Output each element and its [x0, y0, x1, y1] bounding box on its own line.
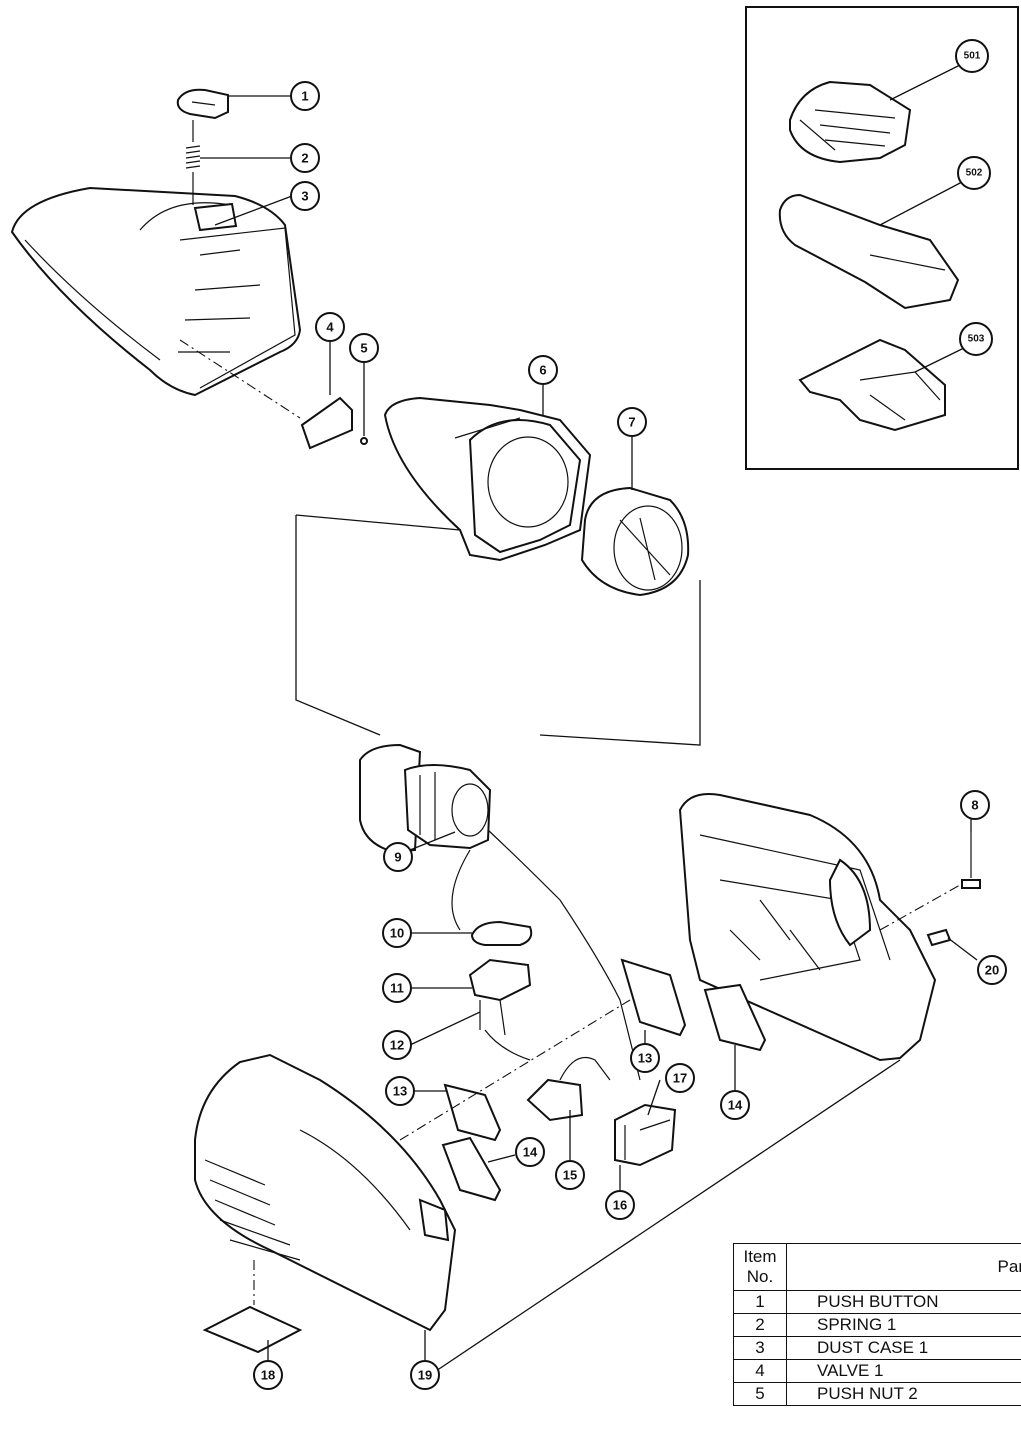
callout-18: 18 — [253, 1360, 283, 1390]
svg-text:3: 3 — [301, 189, 308, 204]
svg-text:20: 20 — [985, 963, 999, 978]
svg-text:13: 13 — [638, 1051, 652, 1066]
callout-6: 6 — [528, 355, 558, 385]
svg-text:1: 1 — [301, 89, 308, 104]
callout-8: 8 — [960, 790, 990, 820]
accessory-501-part — [789, 80, 912, 164]
item-number: 3 — [733, 1336, 787, 1360]
callout-2: 2 — [290, 143, 320, 173]
label-plate-part — [202, 1305, 303, 1354]
callout-13a: 13 — [630, 1043, 660, 1073]
valve-part — [300, 396, 353, 450]
accessory-502-part — [778, 193, 960, 310]
svg-text:16: 16 — [613, 1198, 627, 1213]
item-number: 2 — [733, 1313, 787, 1337]
callout-16: 16 — [605, 1190, 635, 1220]
svg-text:5: 5 — [360, 341, 367, 356]
svg-text:14: 14 — [728, 1098, 743, 1113]
part-name: VALVE 1 — [786, 1359, 1021, 1383]
callout-12: 12 — [382, 1030, 412, 1060]
callout-9: 9 — [383, 842, 413, 872]
svg-text:17: 17 — [673, 1071, 687, 1086]
inset-accessories: 501 502 503 — [778, 39, 993, 432]
svg-text:502: 502 — [966, 168, 983, 179]
part-name: SPRING 1 — [786, 1313, 1021, 1337]
svg-text:12: 12 — [390, 1038, 404, 1053]
callout-502: 502 — [957, 156, 991, 190]
svg-text:7: 7 — [628, 415, 635, 430]
item-number: 1 — [733, 1290, 787, 1314]
battery-part — [614, 1103, 677, 1167]
dust-case-part — [10, 186, 302, 397]
svg-text:13: 13 — [393, 1084, 407, 1099]
part-name: PUSH BUTTON — [786, 1290, 1021, 1314]
item-no-header: Item No. — [733, 1243, 787, 1291]
svg-text:14: 14 — [523, 1145, 538, 1160]
callout-3: 3 — [290, 181, 320, 211]
motor-part — [359, 743, 492, 854]
part-name: PUSH NUT 2 — [786, 1382, 1021, 1406]
switch-part — [468, 958, 532, 1036]
svg-text:503: 503 — [968, 334, 985, 345]
filter-plate-part — [441, 958, 767, 1202]
callout-5: 5 — [349, 333, 379, 363]
front-cover-part — [194, 1053, 457, 1332]
screw-part — [961, 832, 981, 889]
callout-17: 17 — [665, 1063, 695, 1093]
svg-text:501: 501 — [964, 51, 981, 62]
callout-20: 20 — [977, 955, 1007, 985]
part-name: DUST CASE 1 — [786, 1336, 1021, 1360]
small-cap-part — [926, 928, 952, 947]
terminal-part — [526, 1056, 611, 1122]
accessories-inset-frame — [745, 6, 1019, 470]
switch-button-part — [470, 920, 533, 946]
callout-4: 4 — [315, 312, 345, 342]
svg-text:19: 19 — [418, 1368, 432, 1383]
filter-housing-part — [383, 396, 592, 562]
callout-14a: 14 — [720, 1090, 750, 1120]
callout-19: 19 — [410, 1360, 440, 1390]
callout-501: 501 — [955, 39, 989, 73]
svg-text:6: 6 — [539, 363, 546, 378]
svg-text:15: 15 — [563, 1168, 577, 1183]
callout-10: 10 — [382, 918, 412, 948]
spring-part — [185, 120, 201, 205]
svg-text:9: 9 — [394, 850, 401, 865]
leader-lines — [200, 95, 978, 1360]
push-nut-part — [360, 437, 368, 445]
push-button-part — [176, 88, 229, 120]
svg-text:11: 11 — [390, 981, 404, 996]
svg-text:8: 8 — [971, 798, 978, 813]
callout-7: 7 — [617, 407, 647, 437]
item-number: 5 — [733, 1382, 787, 1406]
callout-503: 503 — [959, 322, 993, 356]
item-number: 4 — [733, 1359, 787, 1383]
svg-text:2: 2 — [301, 151, 308, 166]
svg-text:18: 18 — [261, 1368, 275, 1383]
callout-14b: 14 — [515, 1137, 545, 1167]
callout-13b: 13 — [385, 1076, 415, 1106]
part-name-header: Par — [786, 1243, 1021, 1291]
callouts: 1 2 3 4 5 6 7 8 9 10 11 12 13 13 14 14 1… — [253, 81, 1007, 1390]
callout-1: 1 — [290, 81, 320, 111]
filter-part — [580, 486, 690, 597]
callout-15: 15 — [555, 1160, 585, 1190]
callout-11: 11 — [382, 973, 412, 1003]
svg-text:4: 4 — [326, 320, 334, 335]
svg-text:10: 10 — [390, 926, 404, 941]
